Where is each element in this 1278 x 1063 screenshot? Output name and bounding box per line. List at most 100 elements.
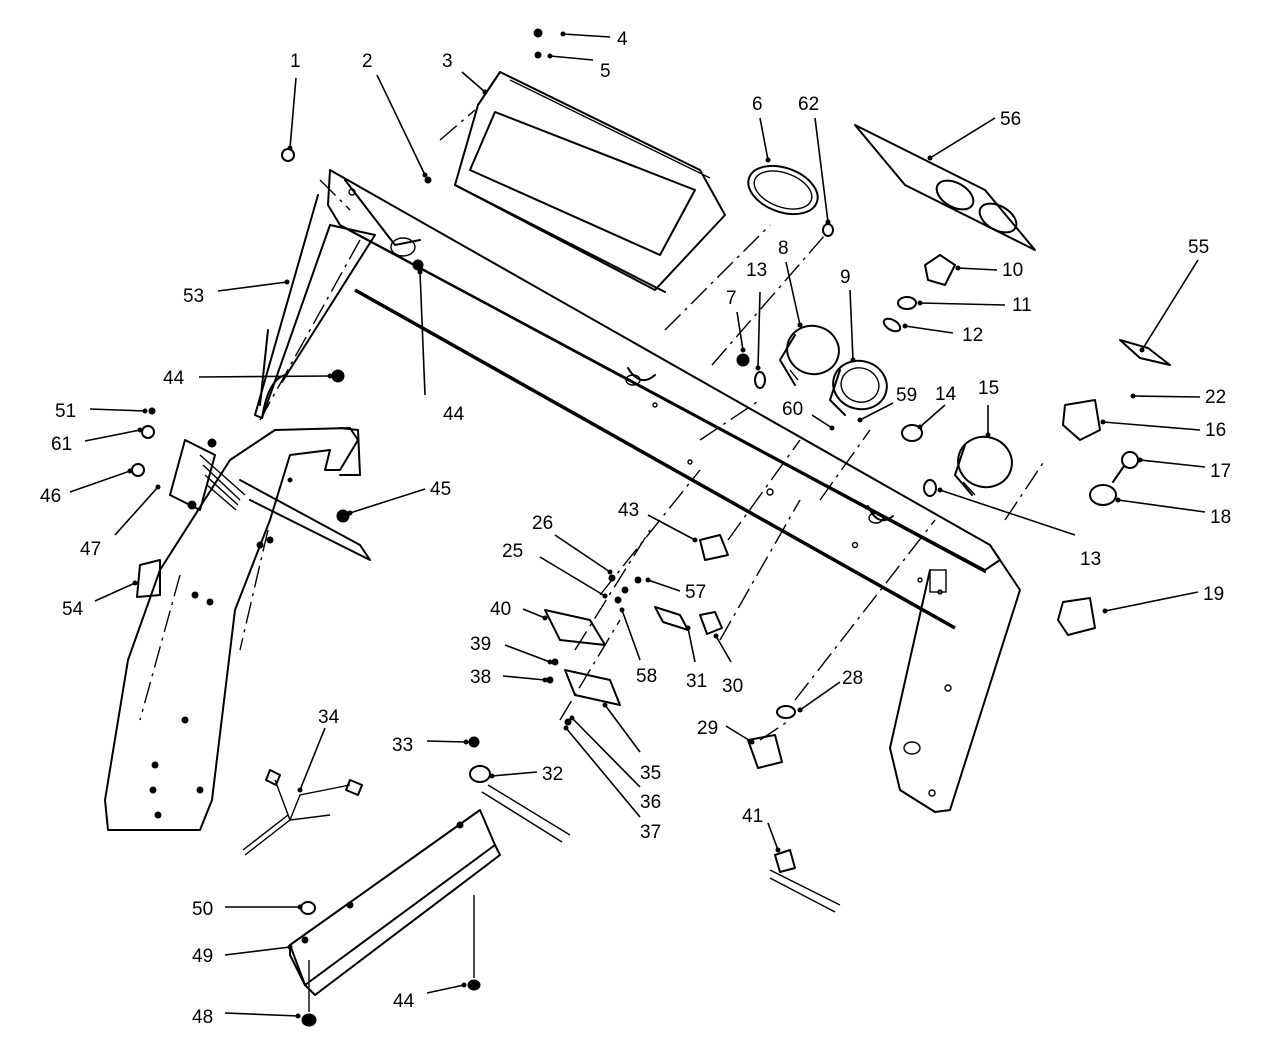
callout-label: 60 [782, 399, 803, 420]
callout-label: 25 [502, 541, 523, 562]
callout-label: 5 [600, 61, 611, 82]
callout-label: 28 [842, 668, 863, 689]
callout-label: 2 [362, 51, 373, 72]
gauge-15 [954, 435, 1013, 496]
decal-panel [854, 124, 1036, 251]
callout-label: 16 [1205, 420, 1226, 441]
callout-label: 8 [778, 238, 789, 259]
callout-label: 29 [697, 718, 718, 739]
callout-62: 62 [798, 94, 831, 225]
callout-label: 30 [722, 676, 743, 697]
callout-label: 44 [393, 991, 415, 1012]
callout-44-upper: 44 [163, 368, 333, 389]
callout-47: 47 [80, 484, 161, 560]
knob-18 [1089, 484, 1117, 506]
callout-label: 57 [685, 582, 706, 603]
callout-label: 12 [962, 325, 983, 346]
callout-59: 59 [857, 385, 917, 423]
callout-label: 59 [896, 385, 917, 406]
callout-label: 49 [192, 946, 213, 967]
callout-label: 4 [617, 29, 628, 50]
callout-43: 43 [618, 500, 698, 543]
callout-label: 43 [618, 500, 639, 521]
instrument-hood [454, 71, 726, 293]
callout-53: 53 [183, 279, 290, 307]
callout-55: 55 [1139, 237, 1209, 353]
callout-60: 60 [782, 399, 835, 431]
callout-16: 16 [1100, 419, 1226, 441]
callout-label: 13 [746, 260, 767, 281]
callout-label: 10 [1002, 260, 1023, 281]
callout-label: 34 [318, 707, 340, 728]
callout-label: 48 [192, 1007, 213, 1028]
callout-label: 62 [798, 94, 819, 115]
callout-25: 25 [502, 541, 608, 599]
callout-label: 15 [978, 378, 999, 399]
callout-38: 38 [470, 667, 548, 688]
gauge-8 [779, 324, 840, 386]
callout-11: 11 [917, 295, 1032, 316]
callout-22: 22 [1130, 387, 1226, 408]
callout-37: 37 [563, 725, 661, 843]
callout-label: 61 [51, 434, 72, 455]
callout-label: 56 [1000, 109, 1021, 130]
callout-label: 13 [1080, 549, 1101, 570]
callout-54-decal [136, 559, 161, 598]
callout-57: 57 [645, 577, 706, 603]
callout-15: 15 [978, 378, 999, 438]
callout-9: 9 [840, 267, 856, 363]
callout-label: 47 [80, 539, 101, 560]
callout-61: 61 [51, 427, 143, 455]
callout-label: 11 [1012, 295, 1032, 316]
part-drawings [104, 28, 1171, 1027]
callout-label: 54 [62, 599, 84, 620]
callout-label: 46 [40, 486, 61, 507]
callout-label: 40 [490, 599, 511, 620]
callout-label: 44 [163, 368, 185, 389]
key-17 [1112, 451, 1139, 483]
callout-35: 35 [602, 702, 661, 784]
callout-17: 17 [1137, 457, 1231, 482]
callout-44-lower: 44 [393, 982, 467, 1012]
callout-label: 58 [636, 666, 657, 687]
callout-1: 1 [287, 51, 301, 151]
callout-46: 46 [40, 468, 133, 507]
callout-14: 14 [917, 384, 957, 430]
callout-40: 40 [490, 599, 548, 621]
left-control-plate [104, 427, 371, 831]
callout-13-upper: 13 [746, 260, 767, 371]
callout-30: 30 [713, 633, 743, 697]
callout-label: 51 [55, 401, 76, 422]
callout-label: 35 [640, 763, 661, 784]
callout-18: 18 [1115, 497, 1231, 528]
callout-label: 50 [192, 899, 213, 920]
callout-label: 17 [1210, 461, 1231, 482]
callout-45: 45 [347, 479, 451, 516]
callout-13-lower: 13 [937, 487, 1101, 570]
callout-label: 31 [686, 671, 707, 692]
callout-39: 39 [470, 634, 553, 665]
callout-12: 12 [902, 323, 983, 346]
callout-label: 26 [532, 513, 553, 534]
callout-7: 7 [726, 288, 746, 353]
connector-block [169, 438, 246, 511]
wire-harness [242, 769, 363, 856]
callout-33: 33 [392, 735, 469, 756]
callout-label: 36 [640, 792, 661, 813]
callout-34: 34 [297, 707, 340, 793]
callout-label: 38 [470, 667, 491, 688]
switch-19 [1057, 597, 1096, 636]
callout-label: 1 [290, 51, 301, 72]
key-switch [882, 254, 956, 333]
callout-label: 7 [726, 288, 737, 309]
dash-panel [327, 169, 1021, 813]
callout-label: 33 [392, 735, 413, 756]
callout-label: 19 [1203, 584, 1224, 605]
callout-2: 2 [362, 51, 428, 178]
callout-56: 56 [927, 109, 1021, 161]
small-parts [131, 28, 937, 913]
callout-49: 49 [192, 944, 293, 967]
callout-58: 58 [619, 607, 657, 687]
callout-label: 37 [640, 822, 661, 843]
